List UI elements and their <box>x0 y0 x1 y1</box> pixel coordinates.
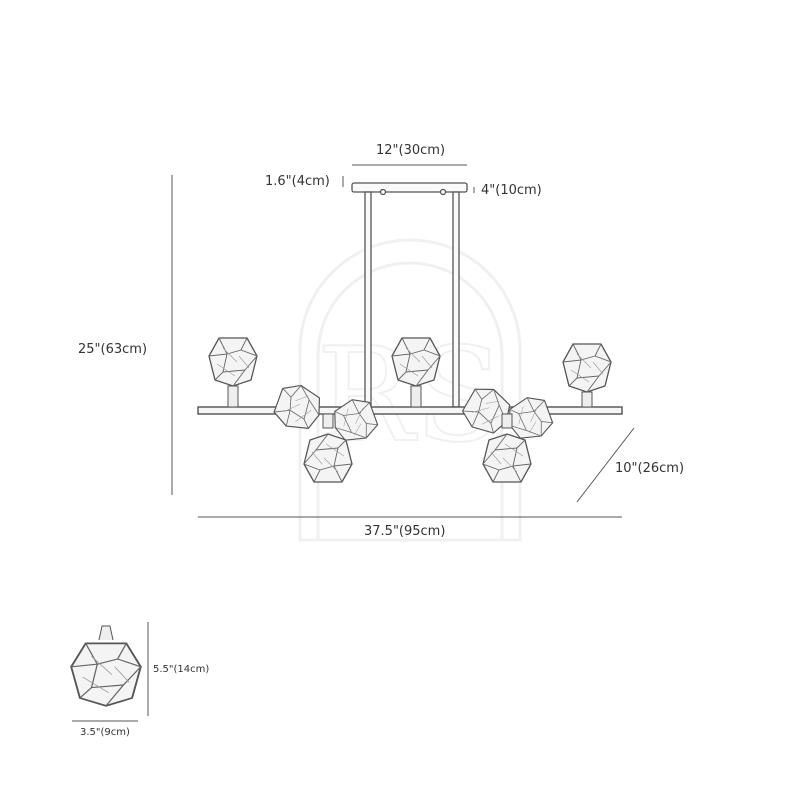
horizontal-bar <box>197 406 623 415</box>
canopy-depth-label: 4"(10cm) <box>481 183 542 198</box>
overall-depth-label: 10"(26cm) <box>615 461 685 476</box>
shade-upright-left <box>208 337 258 408</box>
overall-height-label: 25"(63cm) <box>78 342 148 357</box>
shade-hanging-right <box>482 413 532 483</box>
shade-upright-center <box>391 337 441 408</box>
shade-height-label: 5.5"(14cm) <box>153 664 210 675</box>
shade-detail <box>70 625 142 707</box>
canopy-height-label: 1.6"(4cm) <box>265 174 330 189</box>
shade-upright-right <box>562 343 612 408</box>
canopy <box>351 182 468 408</box>
dimension-lines <box>72 164 635 722</box>
canopy-width-label: 12"(30cm) <box>376 143 446 158</box>
overall-width-label: 37.5"(95cm) <box>364 524 446 539</box>
shade-width-label: 3.5"(9cm) <box>80 727 130 738</box>
shade-hanging-left <box>303 413 353 483</box>
